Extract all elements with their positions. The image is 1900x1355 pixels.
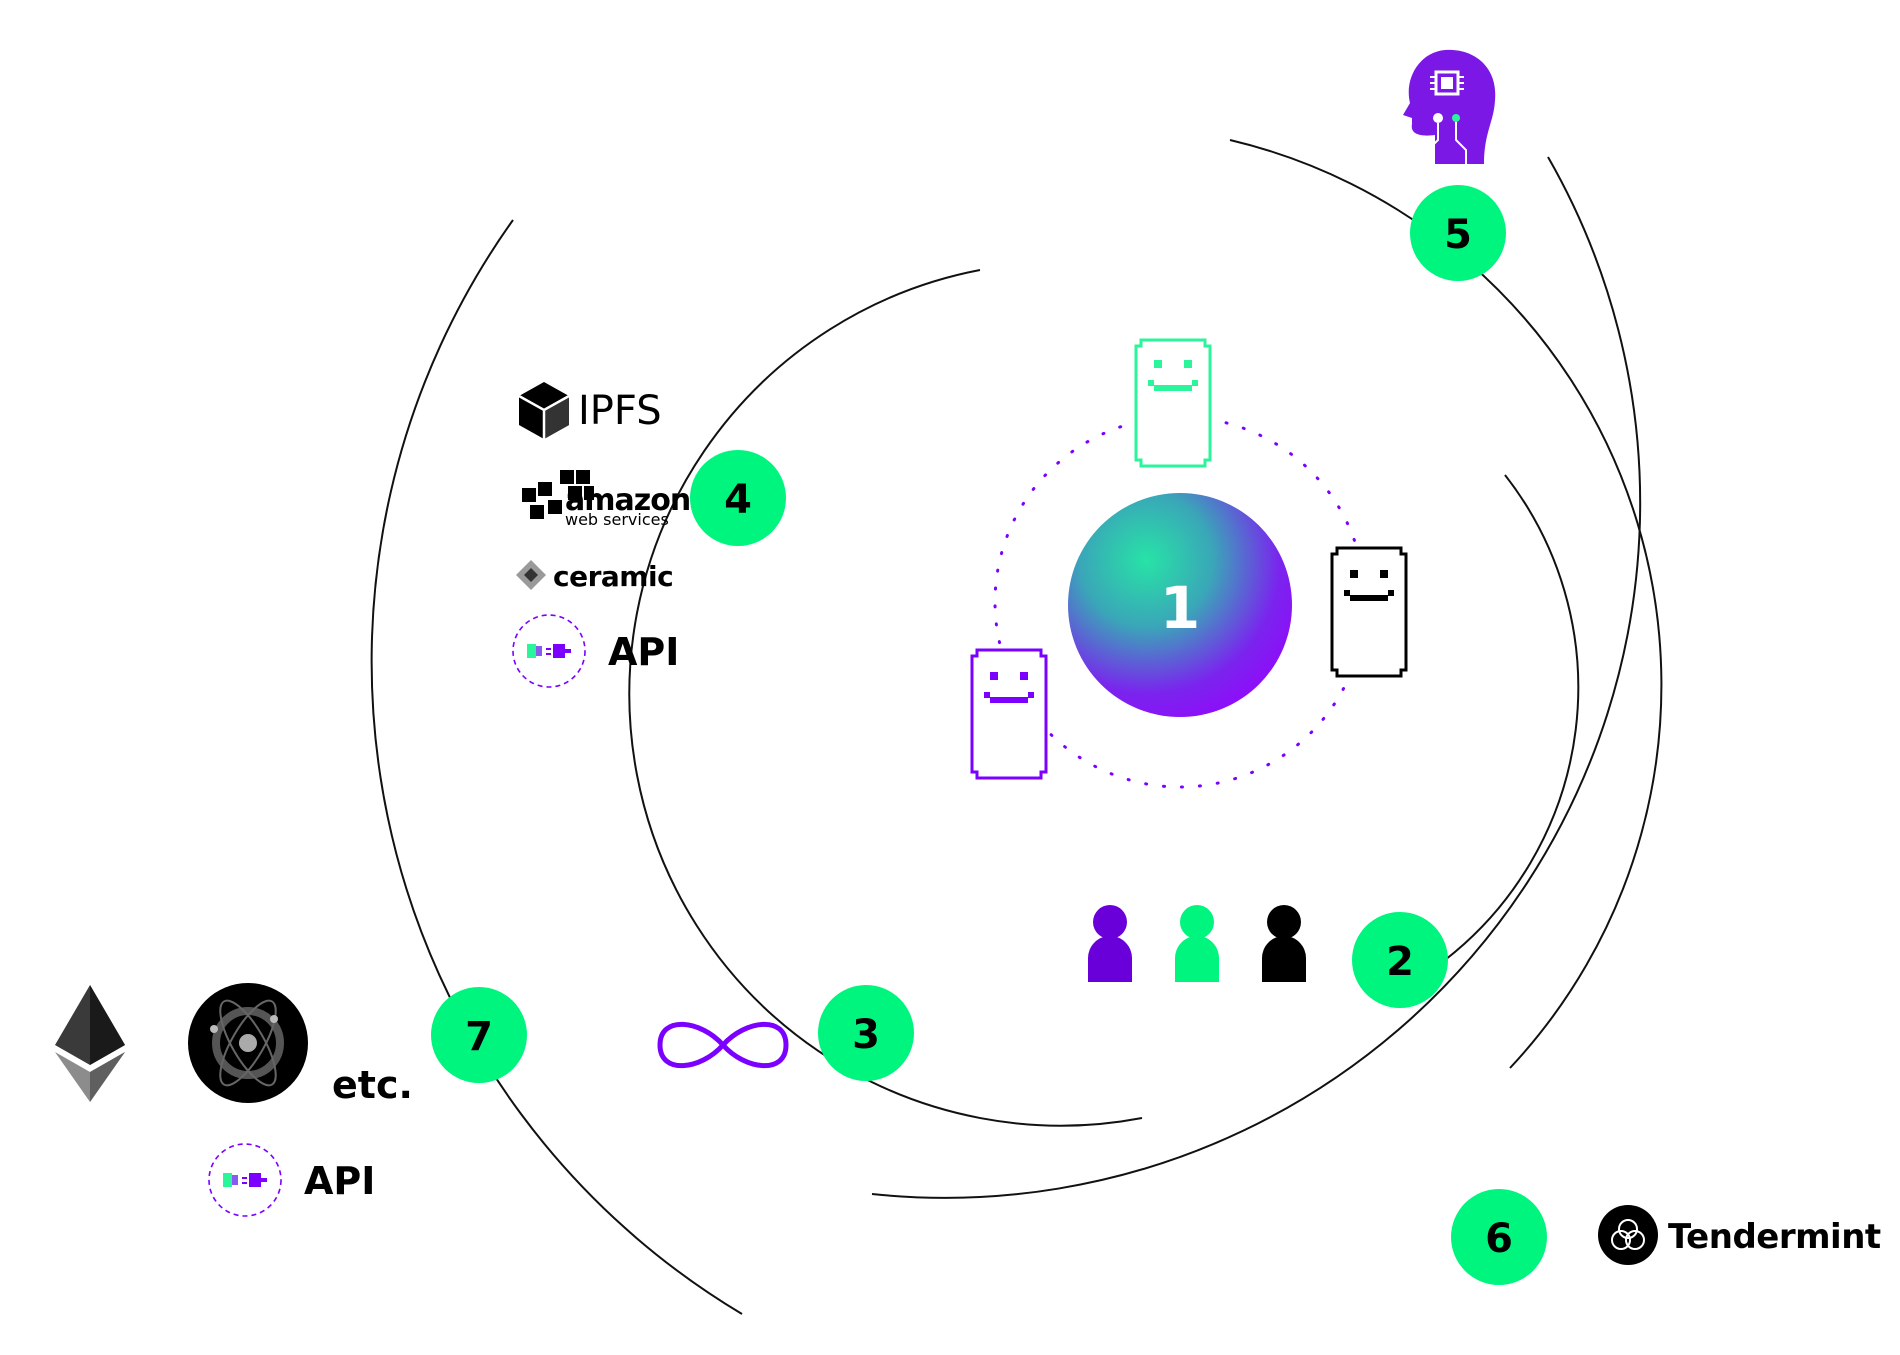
node-consensus-number: 6 <box>1485 1216 1513 1262</box>
ipfs-logo-icon <box>518 382 570 439</box>
bot-green <box>1134 338 1212 468</box>
aws-web-services-label: web services <box>565 510 669 529</box>
orbit-arc-consensus <box>871 156 1642 1199</box>
node-network-number: 3 <box>852 1012 880 1058</box>
tendermint-logo-icon <box>1598 1205 1658 1265</box>
node-chains-number: 7 <box>465 1014 493 1060</box>
ipfs-logo: IPFS <box>518 382 662 439</box>
chains-api: API <box>208 1143 375 1217</box>
ethereum-logo-icon <box>55 985 125 1102</box>
center-number: 1 <box>1160 574 1200 642</box>
bot-icon <box>1134 338 1212 468</box>
orbit-arc-ai <box>1229 139 1663 1069</box>
node-storage-number: 4 <box>724 477 752 523</box>
storage-api: API <box>512 614 679 688</box>
node-ai-number: 5 <box>1444 212 1472 258</box>
ceramic-logo-icon <box>516 560 546 590</box>
ipfs-label: IPFS <box>578 388 662 434</box>
orbit-arc-users <box>1444 474 1580 961</box>
aws-logo: amazon web services <box>522 470 691 529</box>
cosmos-logo-icon <box>188 983 308 1103</box>
ceramic-label: ceramic <box>553 560 673 593</box>
person-icon-black <box>1262 905 1306 982</box>
node-storage[interactable]: 4 <box>690 450 786 546</box>
api-plug-icon <box>208 1143 282 1217</box>
center-orb <box>1068 493 1292 717</box>
bot-purple <box>970 648 1048 780</box>
aws-logo-icon <box>522 470 594 519</box>
orbit-arcs <box>370 139 1663 1315</box>
bot-icon <box>1330 546 1408 678</box>
ceramic-logo: ceramic <box>516 560 674 593</box>
node-users[interactable]: 2 <box>1352 912 1448 1008</box>
orbit-arc-storage <box>628 269 1143 1127</box>
orbit-arc-chains <box>370 219 743 1315</box>
person-icon-green <box>1175 905 1219 982</box>
tendermint-logo: Tendermint <box>1598 1205 1881 1265</box>
node-network[interactable]: 3 <box>818 985 914 1081</box>
center-node[interactable]: 1 <box>1068 493 1292 717</box>
etc-label: etc. <box>332 1063 413 1107</box>
bot-icon <box>970 648 1048 780</box>
infinity-icon <box>657 1021 789 1069</box>
node-consensus[interactable]: 6 <box>1451 1189 1547 1285</box>
tendermint-label: Tendermint <box>1668 1217 1881 1257</box>
storage-api-label: API <box>608 630 679 674</box>
person-icon-purple <box>1088 905 1132 982</box>
users-group <box>1088 905 1306 982</box>
api-plug-icon <box>512 614 586 688</box>
ai-head-icon <box>1392 49 1496 165</box>
chains-api-label: API <box>304 1159 375 1203</box>
node-ai[interactable]: 5 <box>1410 185 1506 281</box>
aws-amazon-label: amazon <box>565 483 690 518</box>
node-users-number: 2 <box>1386 939 1414 985</box>
bot-black <box>1330 546 1408 678</box>
node-chains[interactable]: 7 <box>431 987 527 1083</box>
